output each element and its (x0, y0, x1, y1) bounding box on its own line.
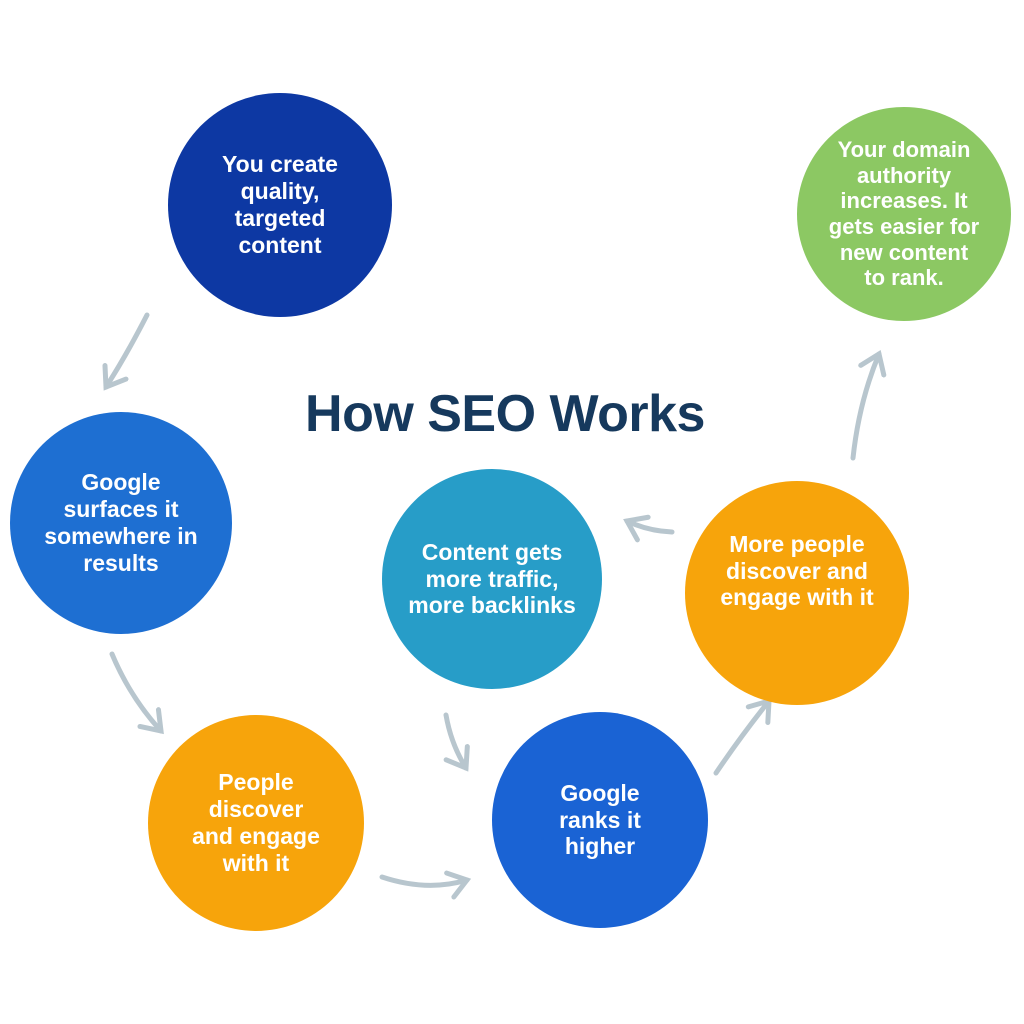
step-label-google-surfaces: Google surfaces it somewhere in results (44, 469, 198, 576)
step-label-more-people: More people discover and engage with it (720, 530, 874, 611)
step-label-google-ranks: Google ranks it higher (559, 779, 641, 860)
arrow-ranks-to-morepeople (713, 697, 772, 776)
step-label-content-traffic: Content gets more traffic, more backlink… (408, 538, 576, 619)
step-label-create-content: You create quality, targeted content (222, 151, 338, 258)
arrow-create-to-surfaces (102, 312, 150, 391)
arrow-people-to-ranks (379, 870, 472, 900)
arrow-surfaces-to-people (109, 651, 164, 735)
step-circle-content-traffic: Content gets more traffic, more backlink… (382, 469, 602, 689)
arrow-traffic-to-ranks (443, 712, 470, 772)
step-circle-google-surfaces: Google surfaces it somewhere in results (10, 412, 232, 634)
step-label-people-discover: People discover and engage with it (192, 769, 320, 876)
step-circle-domain-authority: Your domain authority increases. It gets… (797, 107, 1011, 321)
step-label-domain-authority: Your domain authority increases. It gets… (828, 136, 980, 291)
step-circle-more-people: More people discover and engage with it (685, 481, 909, 705)
step-circle-google-ranks: Google ranks it higher (492, 712, 708, 928)
step-circle-create-content: You create quality, targeted content (168, 93, 392, 317)
diagram-title: How SEO Works (305, 384, 705, 443)
step-circle-people-discover: People discover and engage with it (148, 715, 364, 931)
arrow-morepeople-to-traffic (623, 514, 675, 543)
